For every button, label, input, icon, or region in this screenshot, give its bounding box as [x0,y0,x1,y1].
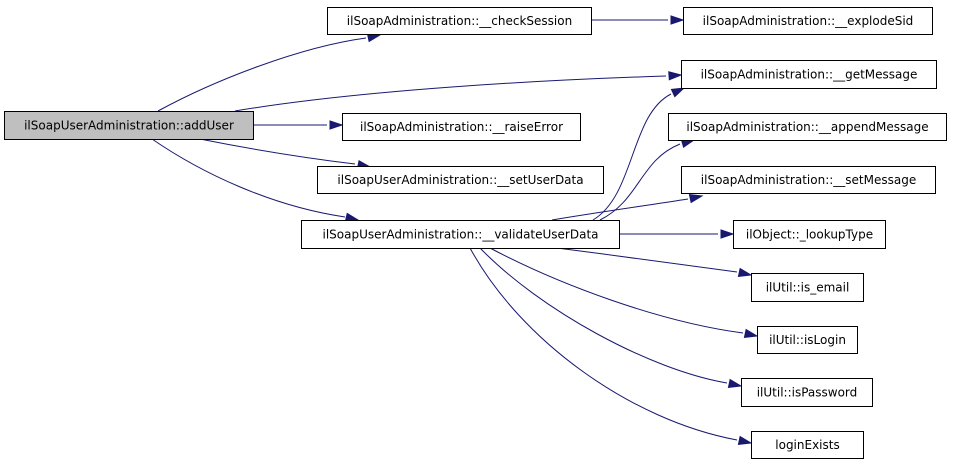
edge-root-to-validateUserData [151,138,360,222]
node-lookupType[interactable]: ilObject::_lookupType [733,220,886,249]
node-appendMessage[interactable]: ilSoapAdministration::__appendMessage [668,113,947,141]
node-box [327,7,592,35]
node-explodeSid[interactable]: ilSoapAdministration::__explodeSid [683,7,933,35]
node-box [683,7,933,35]
node-box [757,326,858,354]
node-label: ilSoapAdministration::__checkSession [347,14,572,28]
edge-line [469,247,738,441]
arrowhead [737,435,753,445]
node-box [681,166,936,194]
edge-validateUserData-to-isPassword [479,247,743,388]
edge-validateUserData-to-getMessage [592,87,686,221]
edge-line [234,75,667,112]
edge-line [599,143,681,221]
node-label: ilUtil::isPassword [757,386,858,400]
node-label: ilSoapAdministration::__raiseError [360,120,563,134]
node-setUserData[interactable]: ilSoapUserAdministration::__setUserData [317,166,604,194]
edge-validateUserData-to-isLogin [489,247,759,338]
node-getMessage[interactable]: ilSoapAdministration::__getMessage [681,60,937,89]
node-label: loginExists [775,438,839,452]
arrowhead [688,194,704,204]
node-isEmail[interactable]: ilUtil::is_email [751,273,864,302]
node-label: ilSoapAdministration::__appendMessage [686,120,928,134]
edge-line [479,247,728,384]
arrowhead [737,267,753,277]
edge-validateUserData-to-setMessage [551,194,704,221]
node-box [342,113,581,141]
node-setMessage[interactable]: ilSoapAdministration::__setMessage [681,166,936,194]
node-box [4,111,254,140]
node-label: ilSoapUserAdministration::__validateUser… [322,228,598,242]
node-root[interactable]: ilSoapUserAdministration::addUser [4,111,254,140]
edge-line [157,37,367,112]
edge-validateUserData-to-loginExists [469,247,753,445]
node-box [751,431,864,459]
node-box [668,113,947,141]
node-raiseError[interactable]: ilSoapAdministration::__raiseError [342,113,581,141]
node-label: ilObject::_lookupType [746,228,873,242]
node-box [681,60,937,89]
node-label: ilSoapUserAdministration::__setUserData [337,173,583,187]
edge-line [199,138,356,165]
node-isPassword[interactable]: ilUtil::isPassword [741,378,873,407]
node-label: ilSoapUserAdministration::addUser [24,119,234,133]
edge-root-to-checkSession [157,33,382,112]
arrowhead [743,328,759,338]
edge-line [489,247,744,334]
node-label: ilUtil::is_email [766,281,850,295]
node-box [317,166,604,194]
node-label: ilSoapAdministration::__getMessage [701,68,918,82]
edge-validateUserData-to-lookupType [619,229,735,239]
edge-line [592,93,672,221]
edge-line [556,247,738,273]
edge-line [151,138,346,218]
arrowhead [670,87,686,98]
edge-root-to-getMessage [234,71,683,112]
edge-line [551,198,689,221]
arrowhead [668,71,683,81]
arrowhead [727,378,743,388]
edge-validateUserData-to-appendMessage [599,138,696,221]
node-checkSession[interactable]: ilSoapAdministration::__checkSession [327,7,592,35]
edge-root-to-raiseError [253,120,344,130]
nodes-layer: ilSoapUserAdministration::addUserilSoapA… [4,7,947,459]
node-label: ilUtil::isLogin [769,333,846,347]
node-box [751,273,864,302]
edge-validateUserData-to-isEmail [556,247,753,277]
node-label: ilSoapAdministration::__setMessage [701,173,916,187]
node-box [301,220,620,249]
arrowhead [670,15,685,25]
node-isLogin[interactable]: ilUtil::isLogin [757,326,858,354]
node-label: ilSoapAdministration::__explodeSid [703,14,914,28]
node-box [741,378,873,407]
node-validateUserData[interactable]: ilSoapUserAdministration::__validateUser… [301,220,620,249]
arrowhead [720,229,735,239]
arrowhead [329,120,344,130]
node-box [733,220,886,249]
edge-checkSession-to-explodeSid [591,15,685,25]
node-loginExists[interactable]: loginExists [751,431,864,459]
edge-root-to-setUserData [199,138,372,170]
